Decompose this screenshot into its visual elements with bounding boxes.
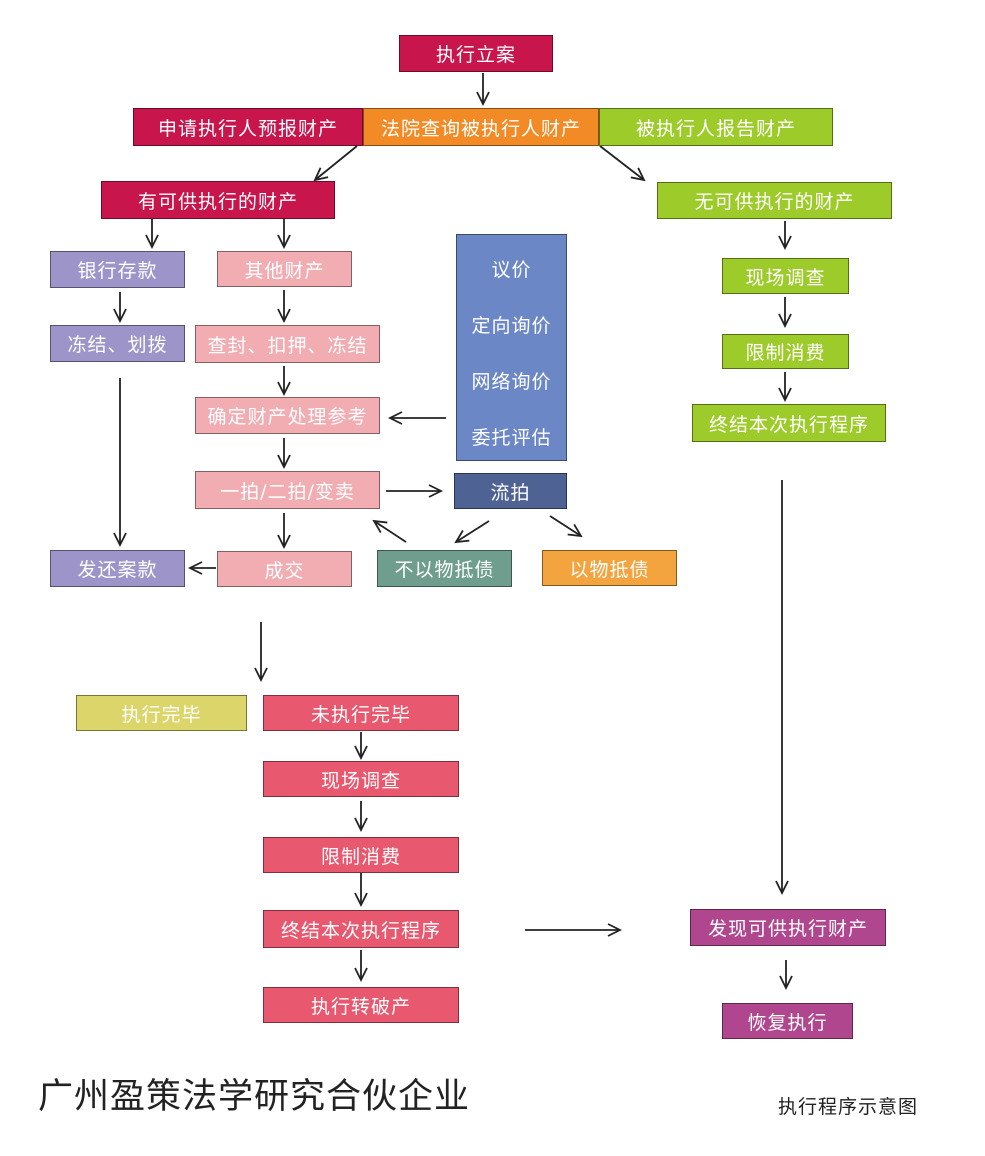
online-inquiry-label: 网络询价 xyxy=(471,371,552,393)
entrusted-appraisal-label: 委托评估 xyxy=(471,427,552,449)
arrow-to-no-property xyxy=(599,145,644,180)
arrow-failed-to-inkind xyxy=(549,515,581,536)
other-property-node: 其他财产 xyxy=(217,251,352,287)
consumption-limit-node: 限制消费 xyxy=(263,837,459,873)
np-consumption-limit-node: 限制消费 xyxy=(722,334,849,369)
company-name: 广州盈策法学研究合伙企业 xyxy=(38,1077,471,1117)
has-property-node: 有可供执行的财产 xyxy=(101,181,335,219)
not-completed-node: 未执行完毕 xyxy=(263,695,459,731)
resume-execution-node: 恢复执行 xyxy=(722,1003,853,1039)
found-property-node: 发现可供执行财产 xyxy=(690,909,886,946)
seal-seize-freeze-node: 查封、扣押、冻结 xyxy=(195,325,380,363)
return-funds-node: 发还案款 xyxy=(50,550,185,587)
np-site-investigation-node: 现场调查 xyxy=(722,258,849,294)
negotiate-label: 议价 xyxy=(491,259,532,281)
directed-inquiry-label: 定向询价 xyxy=(471,315,552,337)
not-in-kind-node: 不以物抵债 xyxy=(377,550,512,587)
failed-auction-node: 流拍 xyxy=(454,473,567,509)
court-query-node: 法院查询被执行人财产 xyxy=(363,108,599,146)
disposal-reference-node: 确定财产处理参考 xyxy=(195,397,380,434)
diagram-caption: 执行程序示意图 xyxy=(778,1096,919,1118)
applicant-report-node: 申请执行人预报财产 xyxy=(133,108,363,146)
deal-node: 成交 xyxy=(217,551,352,587)
start-node: 执行立案 xyxy=(399,35,553,72)
pricing-methods-panel: 议价 定向询价 网络询价 委托评估 xyxy=(456,234,567,461)
freeze-transfer-node: 冻结、划拨 xyxy=(50,325,185,362)
to-bankruptcy-node: 执行转破产 xyxy=(263,987,459,1023)
completed-node: 执行完毕 xyxy=(76,695,247,731)
terminate-node: 终结本次执行程序 xyxy=(263,910,459,948)
in-kind-node: 以物抵债 xyxy=(542,550,677,586)
site-investigation-node: 现场调查 xyxy=(263,761,459,797)
debtor-report-node: 被执行人报告财产 xyxy=(599,108,833,146)
arrow-to-has-property xyxy=(315,145,358,180)
bank-deposit-node: 银行存款 xyxy=(50,251,185,288)
auction-node: 一拍/二拍/变卖 xyxy=(195,471,380,509)
np-terminate-node: 终结本次执行程序 xyxy=(692,404,886,442)
arrow-failed-to-notinkind xyxy=(456,520,490,542)
no-property-node: 无可供执行的财产 xyxy=(657,182,892,219)
arrow-notinkind-to-auction xyxy=(374,521,407,543)
